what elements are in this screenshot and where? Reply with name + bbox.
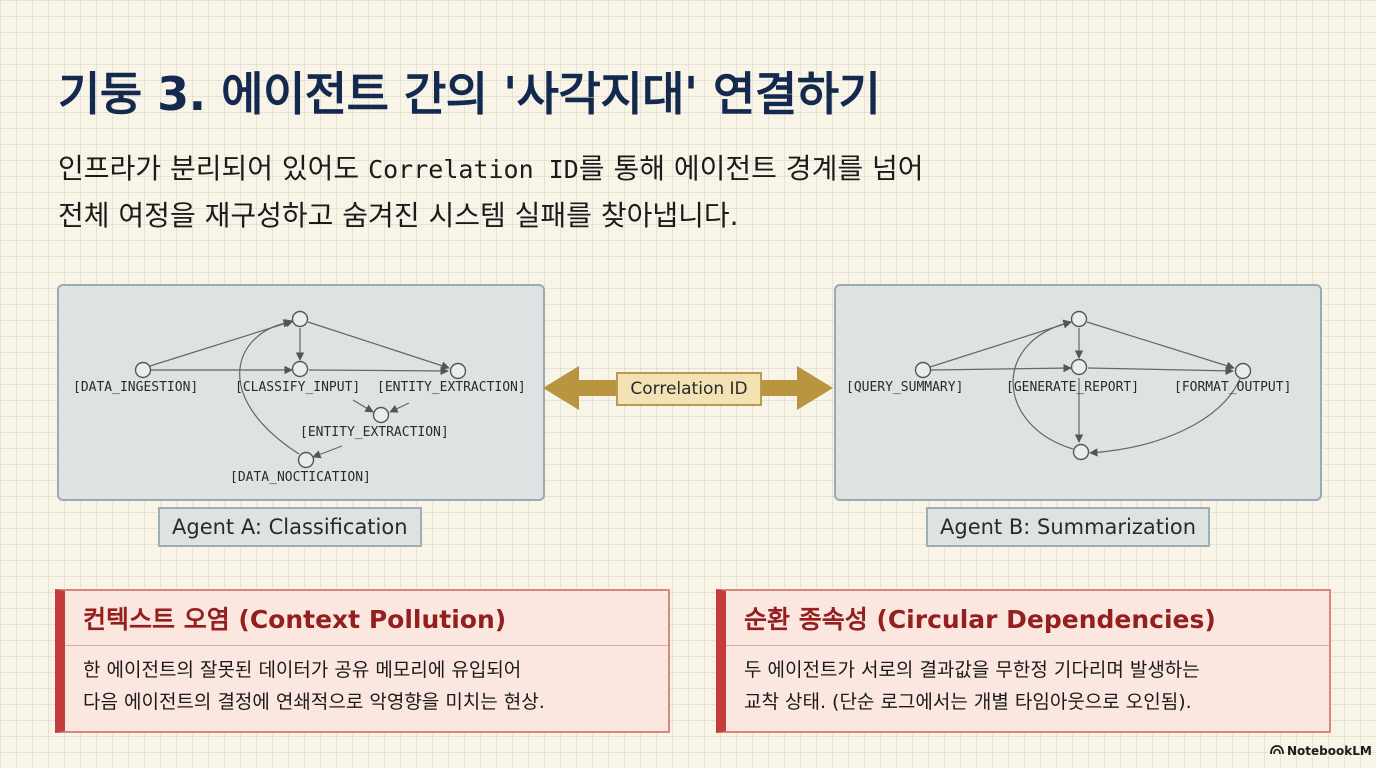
node-top — [1070, 310, 1088, 328]
edge-classify-to-extraction — [308, 366, 449, 376]
card-text-line: 한 에이전트의 잘못된 데이터가 공유 메모리에 유입되어 — [83, 659, 522, 681]
card-description: 한 에이전트의 잘못된 데이터가 공유 메모리에 유입되어 다음 에이전트의 결… — [65, 646, 668, 718]
node-label: [DATA_INGESTION] — [73, 380, 199, 395]
node-generate-report — [1070, 358, 1088, 376]
node-top — [291, 310, 309, 328]
edge-query-to-top — [929, 320, 1072, 368]
node-entity-extraction-2 — [372, 406, 390, 424]
notebooklm-logo-icon — [1270, 744, 1284, 758]
arrow-left-head — [543, 366, 579, 410]
arrow-right-head — [797, 366, 833, 410]
node-bottom — [1072, 443, 1090, 461]
card-description: 두 에이전트가 서로의 결과값을 무한정 기다리며 발생하는 교착 상태. (단… — [726, 646, 1329, 718]
edge-top-to-format — [1086, 321, 1235, 370]
node-label: [QUERY_SUMMARY] — [846, 380, 964, 395]
agent-a-label: Agent A: Classification — [158, 507, 422, 547]
node-classify-input — [291, 360, 309, 378]
subtitle-code-term: Correlation ID — [368, 155, 579, 184]
edge-classify-to-mid — [352, 399, 374, 413]
agent-a-graph — [134, 310, 467, 469]
circular-dependencies-card: 순환 종속성 (Circular Dependencies) 두 에이전트가 서… — [716, 589, 1331, 733]
card-text-line: 다음 에이전트의 결정에 연쇄적으로 악영향을 미치는 현상. — [83, 691, 545, 713]
edge-format-to-bottom — [1089, 378, 1241, 457]
node-data-notification — [297, 451, 315, 469]
card-text-line: 두 에이전트가 서로의 결과값을 무한정 기다리며 발생하는 — [744, 659, 1200, 681]
notebooklm-brand: NotebookLM — [1270, 744, 1372, 758]
node-label: [DATA_NOCTICATION] — [230, 470, 371, 485]
edge-generate-to-format — [1087, 366, 1234, 376]
edge-top-to-extraction — [307, 321, 450, 370]
subtitle-line1-suffix: 를 통해 에이전트 경계를 넘어 — [578, 152, 924, 185]
card-text-line: 교착 상태. (단순 로그에서는 개별 타임아웃으로 오인됨). — [744, 691, 1192, 713]
node-data-ingestion — [134, 361, 152, 379]
node-entity-extraction — [449, 362, 467, 380]
context-pollution-card: 컨텍스트 오염 (Context Pollution) 한 에이전트의 잘못된 … — [55, 589, 670, 733]
node-label: [GENERATE_REPORT] — [1006, 380, 1140, 395]
brand-name: NotebookLM — [1287, 744, 1372, 758]
slide-subtitle: 인프라가 분리되어 있어도 Correlation ID를 통해 에이전트 경계… — [58, 146, 924, 239]
node-query-summary — [914, 361, 932, 379]
card-title: 순환 종속성 (Circular Dependencies) — [726, 591, 1329, 646]
node-label: [FORMAT_OUTPUT] — [1174, 380, 1292, 395]
node-label: [ENTITY_EXTRACTION] — [377, 380, 526, 395]
agent-b-label: Agent B: Summarization — [926, 507, 1210, 547]
agent-a-graph-panel: [DATA_INGESTION] [CLASSIFY_INPUT] [ENTIT… — [57, 284, 545, 501]
correlation-id-label: Correlation ID — [616, 372, 762, 406]
subtitle-line2: 전체 여정을 재구성하고 숨겨진 시스템 실패를 찾아냅니다. — [58, 199, 739, 232]
edge-notify-loop-to-top — [239, 319, 300, 455]
subtitle-line1-prefix: 인프라가 분리되어 있어도 — [58, 152, 369, 185]
edge-query-to-generate — [930, 363, 1072, 373]
node-label: [ENTITY_EXTRACTION] — [300, 425, 449, 440]
agent-b-graph-panel: [QUERY_SUMMARY] [GENERATE_REPORT] [FORMA… — [834, 284, 1322, 501]
edge-bottom-loop-to-top — [1012, 319, 1074, 450]
node-label: [CLASSIFY_INPUT] — [235, 380, 361, 395]
agent-b-graph — [914, 310, 1252, 461]
edge-extraction-to-mid — [389, 402, 410, 413]
slide-title: 기둥 3. 에이전트 간의 '사각지대' 연결하기 — [58, 67, 881, 121]
card-title: 컨텍스트 오염 (Context Pollution) — [65, 591, 668, 646]
edge-mid-to-notify — [312, 445, 343, 459]
node-format-output — [1234, 362, 1252, 380]
